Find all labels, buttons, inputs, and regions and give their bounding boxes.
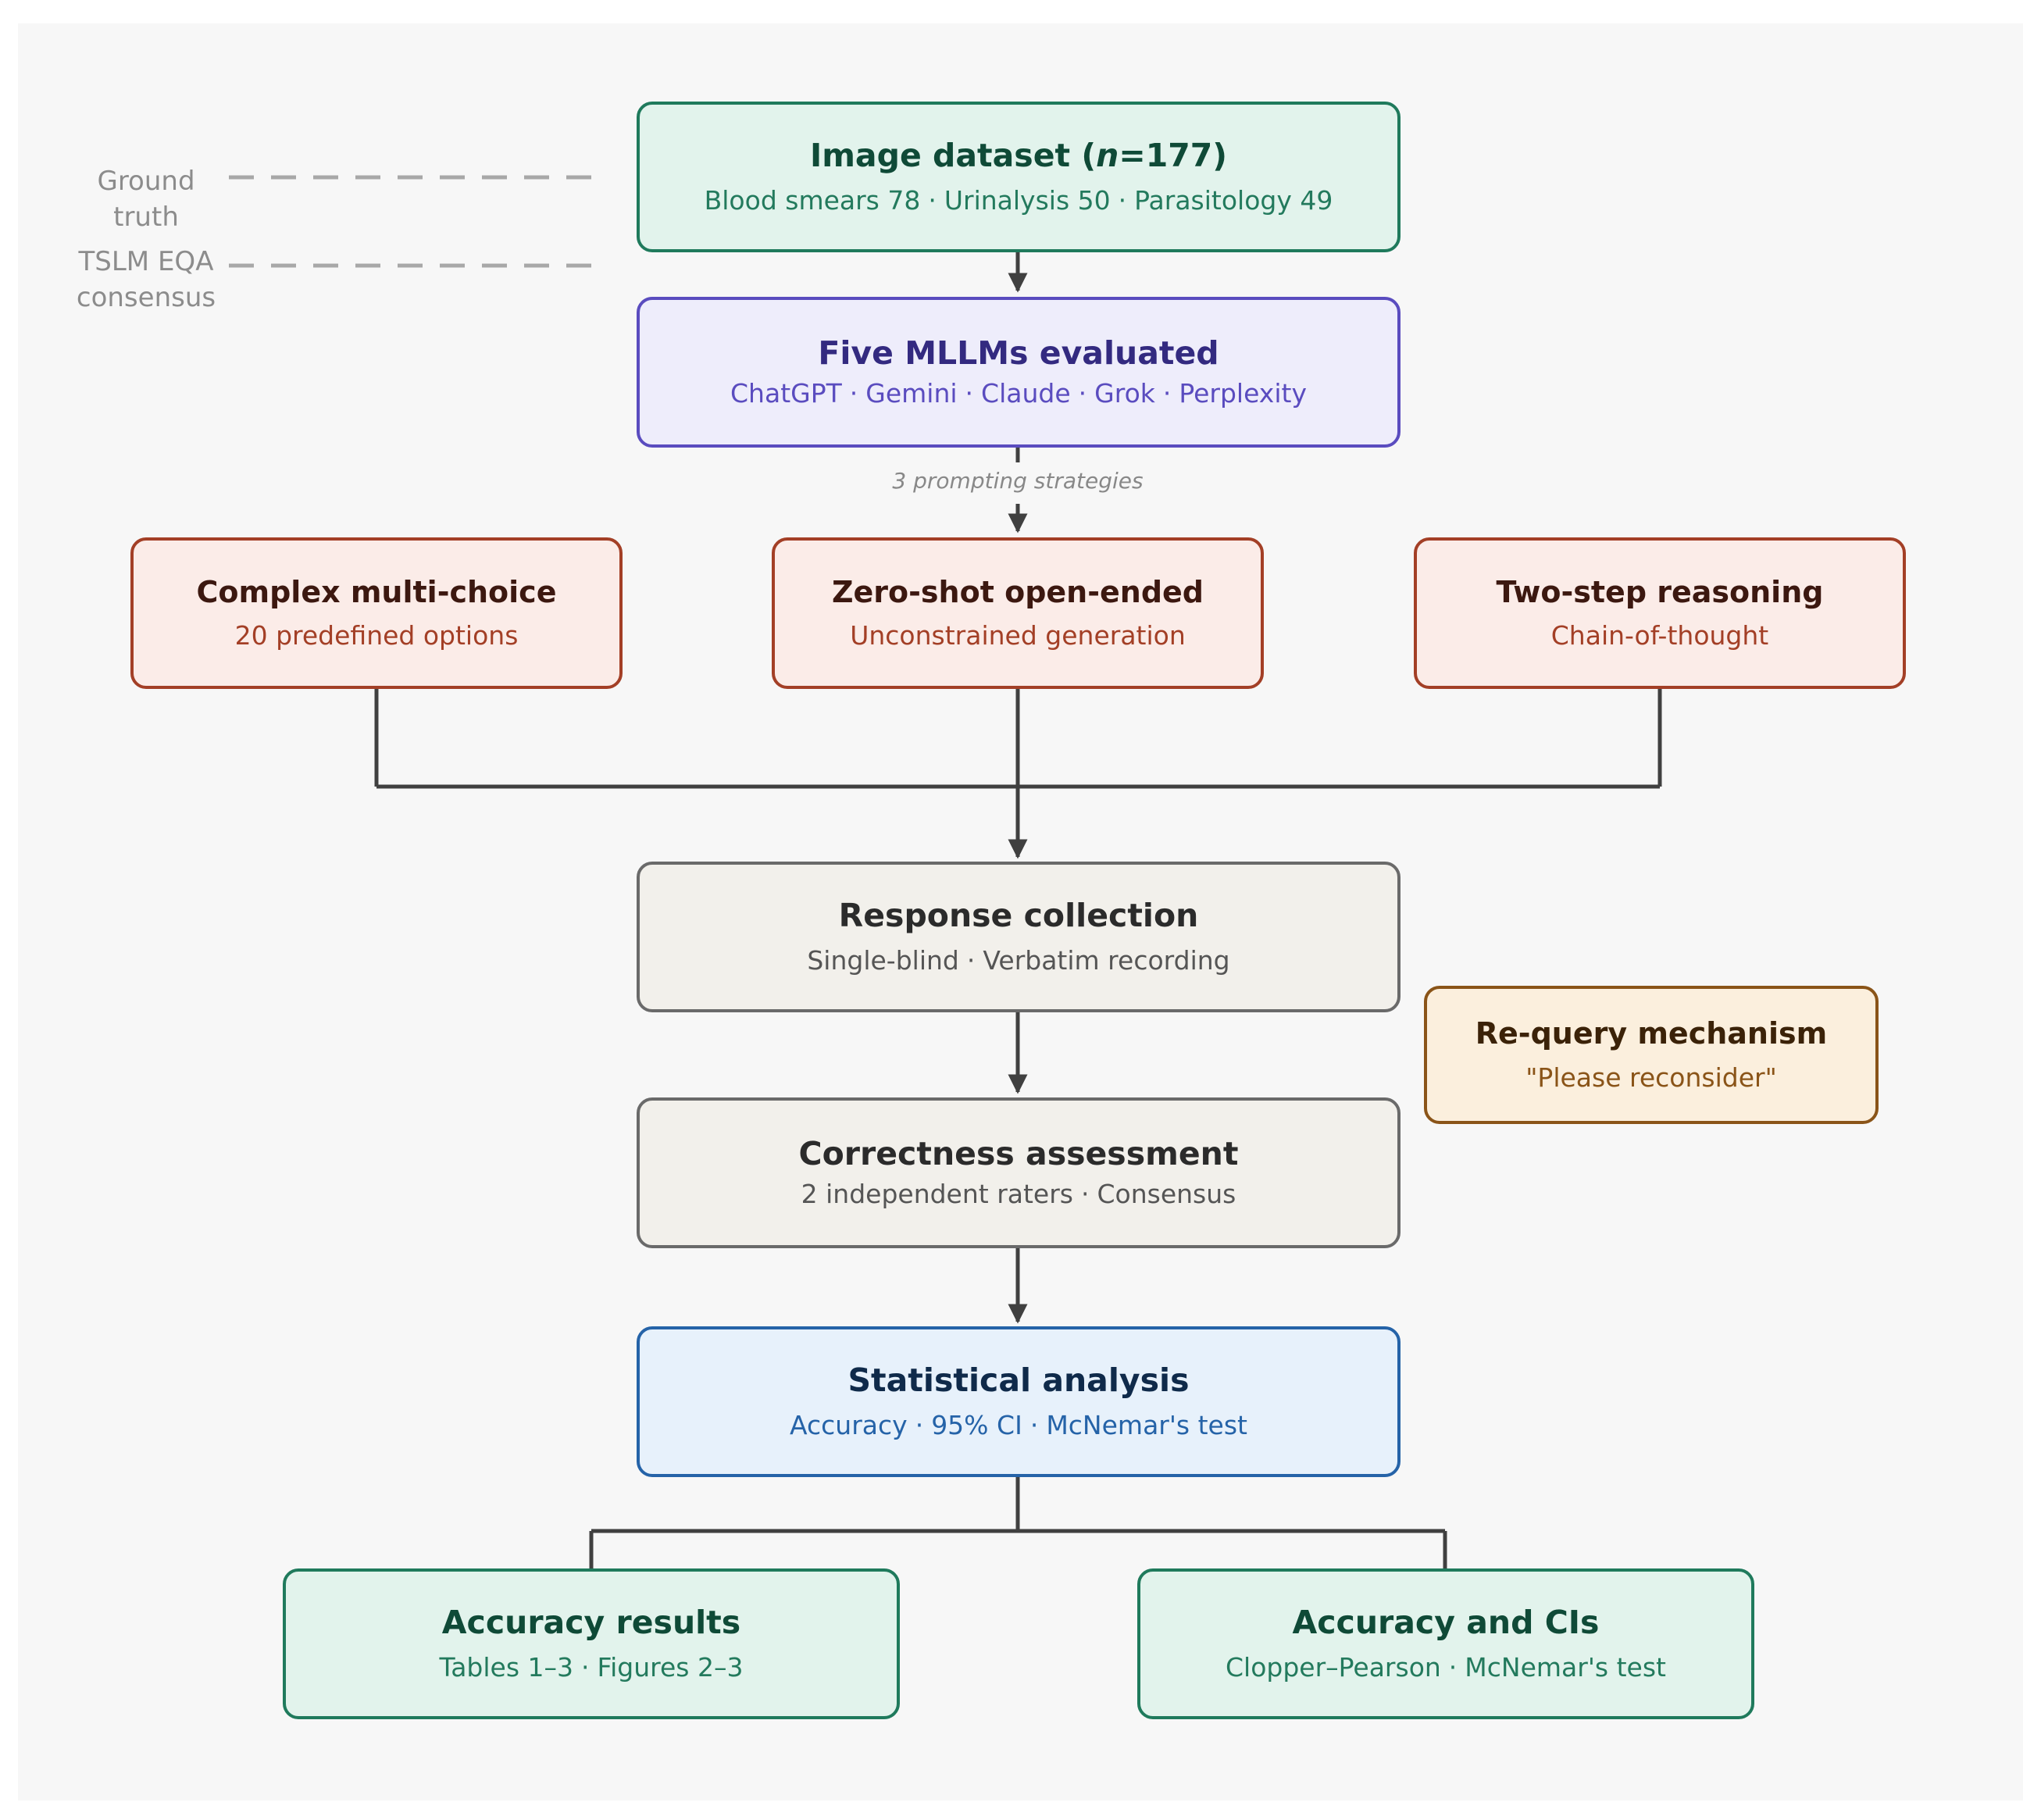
accuracy-results-box: Accuracy results Tables 1–3·Figures 2–3 [283,1568,900,1719]
statistical-analysis-details: Accuracy·95% CI·McNemar's test [790,1410,1247,1441]
correctness-assessment-box: Correctness assessment 2 independent rat… [637,1097,1401,1248]
response-collection-details: Single-blind·Verbatim recording [807,945,1230,976]
requery-subtitle: "Please reconsider" [1525,1062,1777,1093]
strategy-multi-choice-box: Complex multi-choice 20 predefined optio… [130,537,623,689]
mllms-box: Five MLLMs evaluated ChatGPT·Gemini·Clau… [637,297,1401,448]
response-collection-box: Response collection Single-blind·Verbati… [637,862,1401,1012]
statistical-analysis-title: Statistical analysis [847,1361,1190,1400]
correctness-assessment-details: 2 independent raters·Consensus [801,1179,1236,1210]
correctness-assessment-title: Correctness assessment [798,1135,1239,1173]
tslm-consensus-label: TSLM EQA consensus [76,246,216,313]
ground-truth-label: Ground truth [97,166,195,233]
statistical-analysis-box: Statistical analysis Accuracy·95% CI·McN… [637,1326,1401,1477]
strategy-title: Two-step reasoning [1496,574,1824,609]
prompting-strategies-label: 3 prompting strategies [892,468,1144,494]
accuracy-cis-details: Clopper–Pearson·McNemar's test [1226,1652,1666,1683]
strategy-subtitle: Chain-of-thought [1550,620,1769,651]
accuracy-results-title: Accuracy results [441,1604,741,1642]
image-dataset-counts: Blood smears 78·Urinalysis 50·Parasitolo… [704,185,1333,216]
strategy-subtitle: 20 predefined options [234,620,519,651]
strategy-two-step-box: Two-step reasoning Chain-of-thought [1414,537,1906,689]
response-collection-title: Response collection [838,897,1199,935]
accuracy-results-details: Tables 1–3·Figures 2–3 [439,1652,744,1683]
mllms-title: Five MLLMs evaluated [818,334,1219,373]
mllms-list: ChatGPT·Gemini·Claude·Grok·Perplexity [730,378,1307,409]
image-dataset-title: Image dataset (n=177) [809,137,1228,175]
strategy-title: Zero-shot open-ended [831,574,1204,609]
strategy-title: Complex multi-choice [196,574,557,609]
accuracy-cis-title: Accuracy and CIs [1292,1604,1600,1642]
strategy-zero-shot-box: Zero-shot open-ended Unconstrained gener… [772,537,1264,689]
image-dataset-box: Image dataset (n=177) Blood smears 78·Ur… [637,102,1401,252]
requery-title: Re-query mechanism [1475,1016,1828,1051]
requery-box: Re-query mechanism "Please reconsider" [1424,986,1879,1124]
accuracy-cis-box: Accuracy and CIs Clopper–Pearson·McNemar… [1137,1568,1754,1719]
strategy-subtitle: Unconstrained generation [850,620,1186,651]
